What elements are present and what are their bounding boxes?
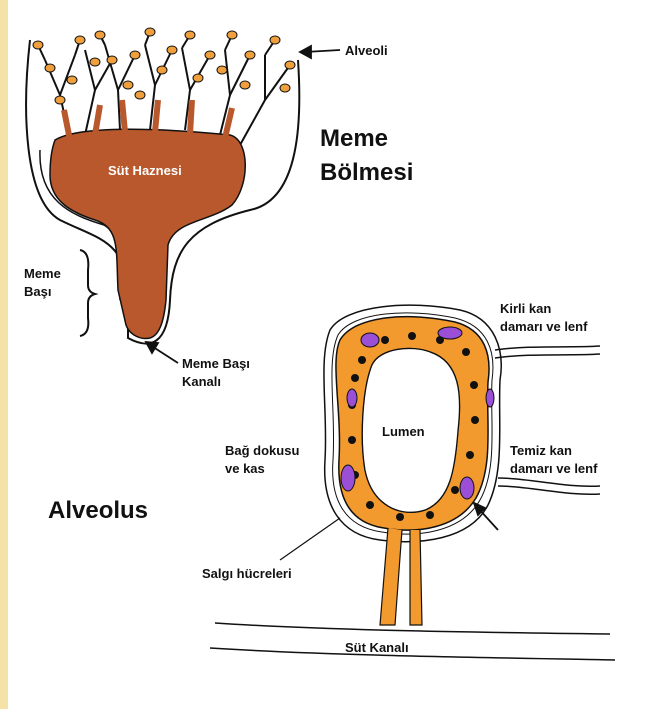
- label-meme-bolmesi-1: Meme: [320, 124, 388, 154]
- label-sut-kanali: Süt Kanalı: [345, 639, 409, 656]
- label-salgi-hucreleri: Salgı hücreleri: [202, 565, 292, 582]
- label-lumen: Lumen: [382, 423, 425, 440]
- label-kirli-kan-2: damarı ve lenf: [500, 318, 587, 335]
- label-temiz-kan-1: Temiz kan: [510, 442, 572, 459]
- label-meme-bolmesi-2: Bölmesi: [320, 158, 413, 188]
- label-kirli-kan-1: Kirli kan: [500, 300, 551, 317]
- alveolus-drawing: [210, 305, 615, 660]
- teat-bracket: [80, 250, 95, 336]
- label-alveolus: Alveolus: [48, 496, 148, 526]
- label-meme-basi-1: Meme: [24, 265, 61, 282]
- label-temiz-kan-2: damarı ve lenf: [510, 460, 597, 477]
- label-bag-dokusu-2: ve kas: [225, 460, 265, 477]
- alveoli-cluster: [33, 28, 295, 104]
- label-sut-haznesi: Süt Haznesi: [108, 163, 182, 178]
- alveolus-duct: [380, 528, 422, 625]
- label-alveoli: Alveoli: [345, 42, 388, 59]
- milk-duct-branches: [38, 32, 290, 145]
- label-meme-basi-kanali-1: Meme Başı: [182, 355, 250, 372]
- label-meme-basi-kanali-2: Kanalı: [182, 373, 221, 390]
- label-bag-dokusu-1: Bağ dokusu: [225, 442, 299, 459]
- milk-cistern: [50, 129, 245, 338]
- label-meme-basi-2: Başı: [24, 283, 51, 300]
